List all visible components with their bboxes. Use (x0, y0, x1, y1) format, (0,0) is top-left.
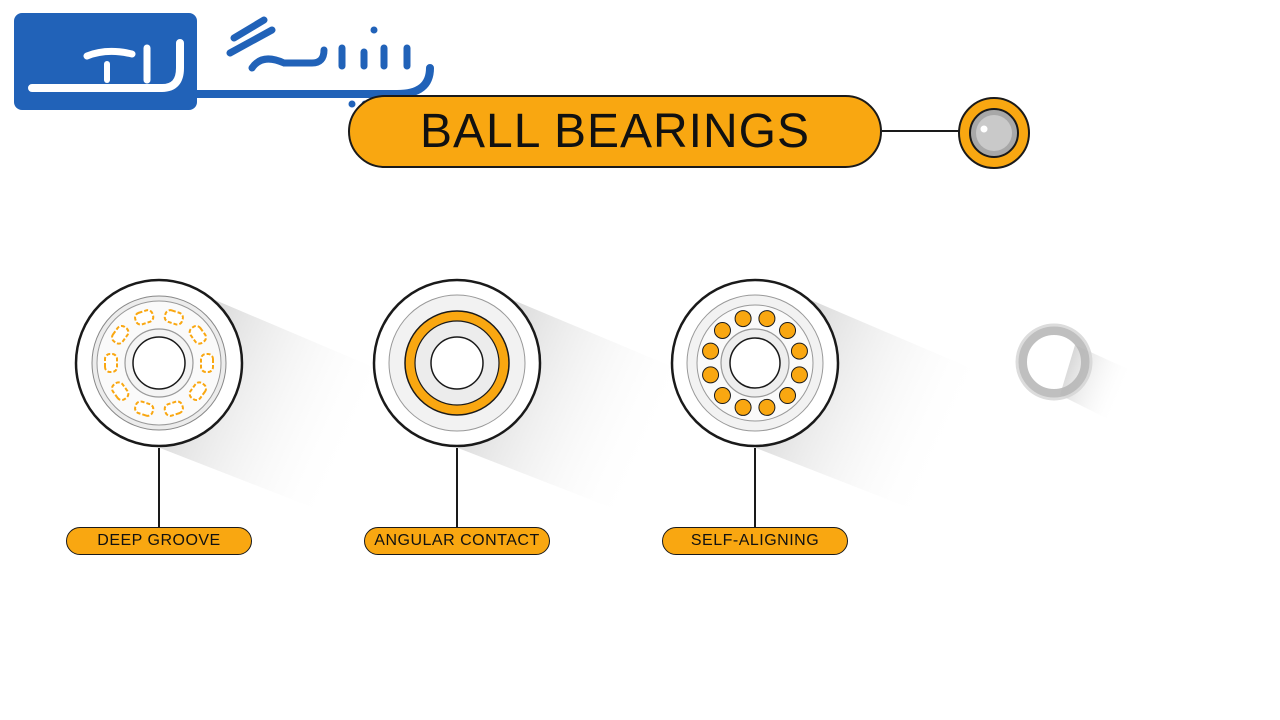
deep-groove-label: DEEP GROOVE (66, 527, 252, 555)
cage-pocket (104, 353, 118, 373)
bearing-ball (702, 342, 720, 360)
bearing-ball (779, 321, 797, 339)
page-title: BALL BEARINGS (348, 95, 882, 168)
cage-pocket (111, 324, 130, 345)
shadows (160, 300, 1130, 520)
bearing-ball (713, 321, 731, 339)
cage-pocket (188, 381, 207, 402)
bearing-ball (734, 310, 752, 328)
bearing-ball (702, 366, 720, 384)
bearing-ball (758, 398, 776, 416)
bearing-ball (779, 387, 797, 405)
bearing-ball (713, 387, 731, 405)
title-connector-line (882, 130, 960, 132)
brand-logo (14, 13, 434, 110)
cage-pocket (163, 309, 184, 326)
cage-pocket (200, 353, 214, 373)
bearing-ball (758, 310, 776, 328)
deep-groove-label-text: DEEP GROOVE (97, 532, 221, 549)
deep-groove-bearing-icon (74, 278, 244, 448)
self-aligning-label: SELF-ALIGNING (662, 527, 848, 555)
page-title-text: BALL BEARINGS (419, 105, 811, 158)
cage-pocket (188, 324, 207, 345)
bearing-ball (734, 398, 752, 416)
cage-pocket (134, 309, 155, 326)
cage-pocket (134, 400, 155, 417)
cage-pocket (111, 381, 130, 402)
angular-contact-label-text: ANGULAR CONTACT (374, 532, 540, 549)
ball-icon (958, 97, 1030, 169)
angular-contact-label: ANGULAR CONTACT (364, 527, 550, 555)
angular-contact-bearing-icon (372, 278, 542, 448)
bearing-ball (790, 366, 808, 384)
bearing-ball (790, 342, 808, 360)
self-aligning-bearing-icon (670, 278, 840, 448)
self-aligning-label-text: SELF-ALIGNING (690, 532, 820, 549)
cage-pocket (163, 400, 184, 417)
faded-ring-icon (1015, 323, 1093, 401)
